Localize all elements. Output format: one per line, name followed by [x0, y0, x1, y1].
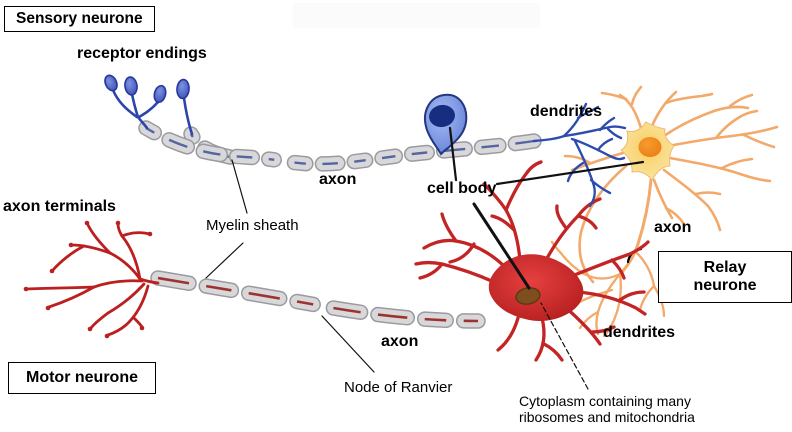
relay-axon: [618, 178, 653, 276]
axon-terminals-label: axon terminals: [3, 198, 116, 215]
motor-axon-line: [157, 276, 479, 323]
receptor-endings-label: receptor endings: [77, 45, 207, 62]
motor-neurone-box-label: Motor neurone: [26, 369, 138, 386]
node-of-ranvier-label: Node of Ranvier: [344, 379, 453, 396]
motor-neurone-box: Motor neurone: [8, 362, 156, 394]
motor-axon-terminals: [23, 220, 160, 339]
cytoplasm-pointer: [540, 302, 589, 390]
relay-neurone-box-label: Relay neurone: [693, 259, 757, 294]
motor-axon-myelin-sheath: [150, 270, 486, 329]
dendrites-bottom-label: dendrites: [603, 324, 676, 341]
myelin-sheath-pointer-motor: [205, 242, 244, 279]
cytoplasm-label: Cytoplasm containing many ribosomes and …: [519, 393, 695, 425]
node-of-ranvier-pointer: [321, 315, 375, 373]
sensory-axon-label: axon: [319, 171, 357, 188]
receptor-endings-drawing: [104, 74, 194, 136]
cell-body-pointer-relay: [495, 160, 645, 186]
myelin-sheath-label: Myelin sheath: [206, 217, 299, 234]
sensory-neurone-drawing: [104, 74, 627, 208]
motor-cell-body: [488, 254, 584, 321]
relay-neurone-drawing: [550, 85, 779, 338]
sensory-terminal-branches: [532, 102, 627, 208]
receptor-bulbs: [104, 74, 190, 104]
motor-axon-label: axon: [381, 333, 419, 350]
relay-axon-terminals: [550, 240, 666, 338]
axon-terminal-tips: [23, 220, 153, 339]
sensory-neurone-box: Sensory neurone: [4, 6, 155, 32]
dendrites-top-label: dendrites: [530, 103, 603, 120]
myelin-sheath-pointer-sensory: [231, 159, 248, 214]
cell-body-label: cell body: [427, 180, 497, 197]
sensory-neurone-box-label: Sensory neurone: [16, 10, 143, 27]
cell-body-pointer-motor: [472, 202, 531, 290]
relay-axon-label: axon: [654, 219, 692, 236]
relay-dendrites: [563, 85, 779, 284]
cell-body-pointer-sensory: [448, 126, 458, 182]
sensory-axon-line: [145, 126, 535, 166]
relay-neurone-box: Relay neurone: [658, 251, 792, 303]
faint-top-rectangle: [293, 3, 540, 28]
motor-neurone-drawing: [23, 160, 650, 362]
pointer-lines: [205, 126, 645, 390]
sensory-nucleus: [429, 104, 455, 128]
relay-nucleus: [638, 137, 662, 157]
motor-nucleus: [515, 287, 541, 305]
sensory-myelin-sheath: [138, 120, 542, 172]
